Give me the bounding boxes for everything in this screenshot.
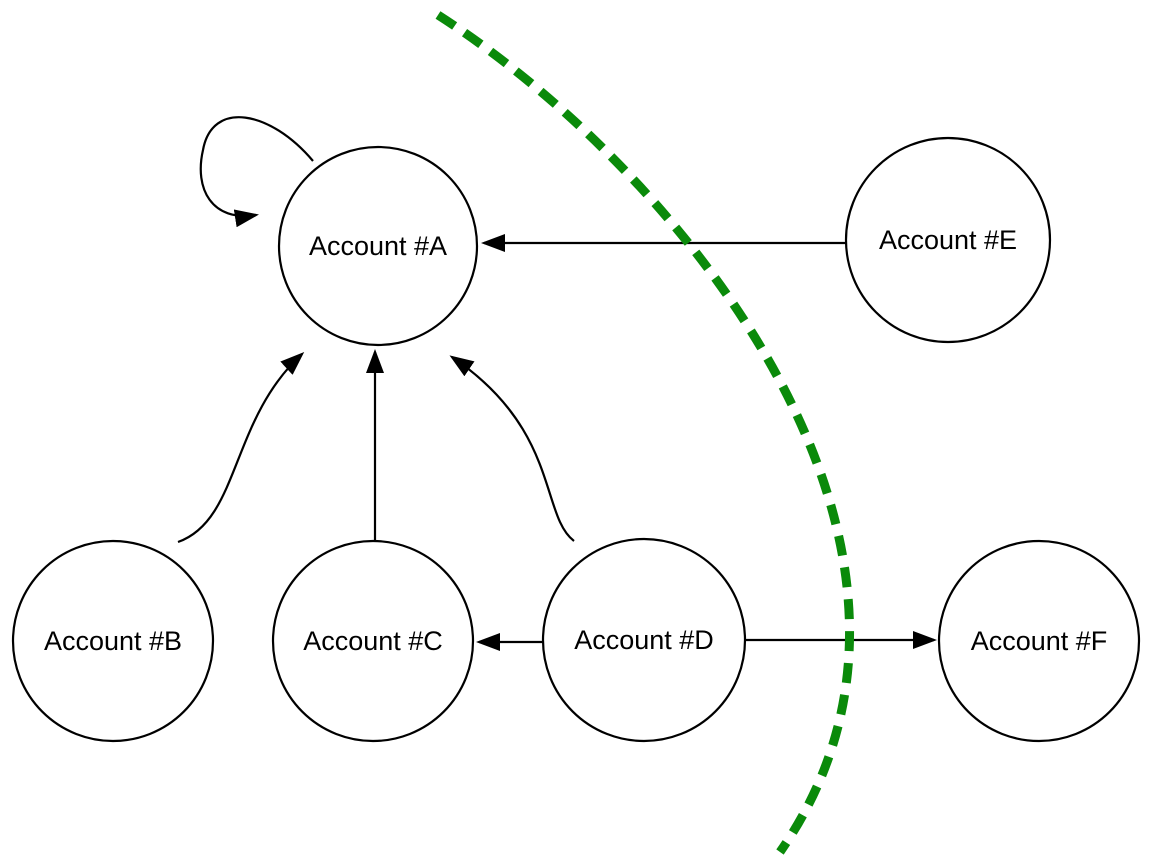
edge-a-self-loop: [199, 116, 314, 228]
node-account-c-label: Account #C: [303, 626, 443, 656]
node-account-d-label: Account #D: [574, 625, 714, 655]
labels-layer: Account #A Account #B Account #C Account…: [44, 225, 1107, 656]
node-account-a-label: Account #A: [309, 231, 447, 261]
edge-b-to-a: [177, 351, 305, 544]
node-account-e: [844, 136, 1052, 344]
edges-layer: [177, 116, 938, 652]
node-account-b: [11, 539, 215, 743]
node-account-f: [937, 539, 1141, 743]
edge-d-to-a: [449, 355, 575, 542]
node-account-a: [277, 145, 479, 347]
node-account-f-label: Account #F: [971, 626, 1108, 656]
node-account-c: [271, 539, 475, 743]
nodes-layer: [11, 136, 1141, 743]
node-account-e-label: Account #E: [879, 225, 1017, 255]
node-account-b-label: Account #B: [44, 626, 182, 656]
partition-boundary-dashed-curve: [435, 11, 855, 855]
